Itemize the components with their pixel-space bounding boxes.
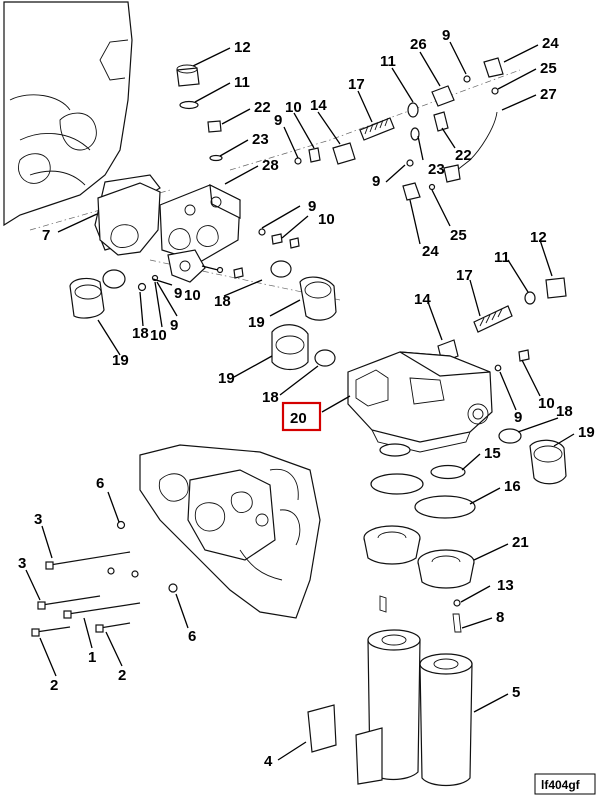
callout-18: 18 bbox=[132, 325, 149, 342]
callout-18: 18 bbox=[556, 403, 573, 420]
callout-23: 23 bbox=[252, 131, 269, 148]
mid-small-parts bbox=[271, 277, 567, 372]
callout-12: 12 bbox=[234, 39, 251, 56]
callout-18: 18 bbox=[262, 389, 279, 406]
callout-9: 9 bbox=[372, 173, 380, 190]
callout-10: 10 bbox=[318, 211, 335, 228]
callout-labels: 12 11 22 23 28 9 10 14 17 11 26 9 24 25 … bbox=[18, 27, 595, 770]
callout-14: 14 bbox=[310, 97, 327, 114]
callout-3: 3 bbox=[34, 511, 42, 528]
engine-block-top bbox=[3, 1, 133, 227]
callout-19: 19 bbox=[218, 370, 235, 387]
callout-4: 4 bbox=[264, 753, 273, 770]
gasket bbox=[97, 182, 161, 256]
callout-24: 24 bbox=[542, 35, 559, 52]
upper-small-parts bbox=[176, 57, 504, 249]
callout-26: 26 bbox=[410, 36, 427, 53]
callout-10: 10 bbox=[285, 99, 302, 116]
o-rings bbox=[370, 443, 476, 519]
callout-13: 13 bbox=[497, 577, 514, 594]
callout-8: 8 bbox=[496, 609, 504, 626]
bolts-washers bbox=[31, 520, 178, 637]
callout-25: 25 bbox=[540, 60, 557, 77]
figure-id: lf404gf bbox=[541, 778, 581, 792]
main-filter-head bbox=[347, 351, 567, 485]
callout-6: 6 bbox=[188, 628, 196, 645]
callout-19: 19 bbox=[248, 314, 265, 331]
callout-2: 2 bbox=[50, 677, 58, 694]
callout-17: 17 bbox=[348, 76, 365, 93]
callout-27: 27 bbox=[540, 86, 557, 103]
callout-15: 15 bbox=[484, 445, 501, 462]
callout-21: 21 bbox=[512, 534, 529, 551]
callout-2: 2 bbox=[118, 667, 126, 684]
callout-16: 16 bbox=[504, 478, 521, 495]
callout-25: 25 bbox=[450, 227, 467, 244]
callout-28: 28 bbox=[262, 157, 279, 174]
callout-6: 6 bbox=[96, 475, 104, 492]
figure-id-box: lf404gf bbox=[534, 773, 596, 795]
callout-22: 22 bbox=[455, 147, 472, 164]
callout-17: 17 bbox=[456, 267, 473, 284]
callout-11: 11 bbox=[380, 53, 396, 70]
callout-24: 24 bbox=[422, 243, 439, 260]
callout-9: 9 bbox=[274, 112, 282, 129]
filter-bases bbox=[363, 525, 475, 633]
callout-9: 9 bbox=[308, 198, 316, 215]
callout-12: 12 bbox=[530, 229, 547, 246]
callout-5: 5 bbox=[512, 684, 520, 701]
callout-9: 9 bbox=[514, 409, 522, 426]
callout-14: 14 bbox=[414, 291, 431, 308]
callout-9: 9 bbox=[170, 317, 178, 334]
callout-20-highlighted: 20 bbox=[290, 410, 307, 427]
callout-19: 19 bbox=[112, 352, 129, 369]
callout-10: 10 bbox=[150, 327, 167, 344]
callout-23: 23 bbox=[428, 161, 445, 178]
engine-block-lower bbox=[139, 444, 321, 619]
callout-18: 18 bbox=[214, 293, 231, 310]
callout-7: 7 bbox=[42, 227, 50, 244]
callout-22: 22 bbox=[254, 99, 271, 116]
highlight-box bbox=[281, 401, 322, 432]
upper-left-elbow bbox=[69, 260, 337, 321]
filter-canisters bbox=[307, 629, 473, 787]
callout-11: 11 bbox=[234, 74, 250, 91]
callout-3: 3 bbox=[18, 555, 26, 572]
callout-10: 10 bbox=[538, 395, 555, 412]
leader-lines bbox=[25, 41, 575, 761]
callout-9: 9 bbox=[442, 27, 450, 44]
callout-9: 9 bbox=[174, 285, 182, 302]
callout-11: 11 bbox=[494, 249, 510, 266]
callout-10: 10 bbox=[184, 287, 201, 304]
callout-1: 1 bbox=[88, 649, 96, 666]
callout-19: 19 bbox=[578, 424, 595, 441]
